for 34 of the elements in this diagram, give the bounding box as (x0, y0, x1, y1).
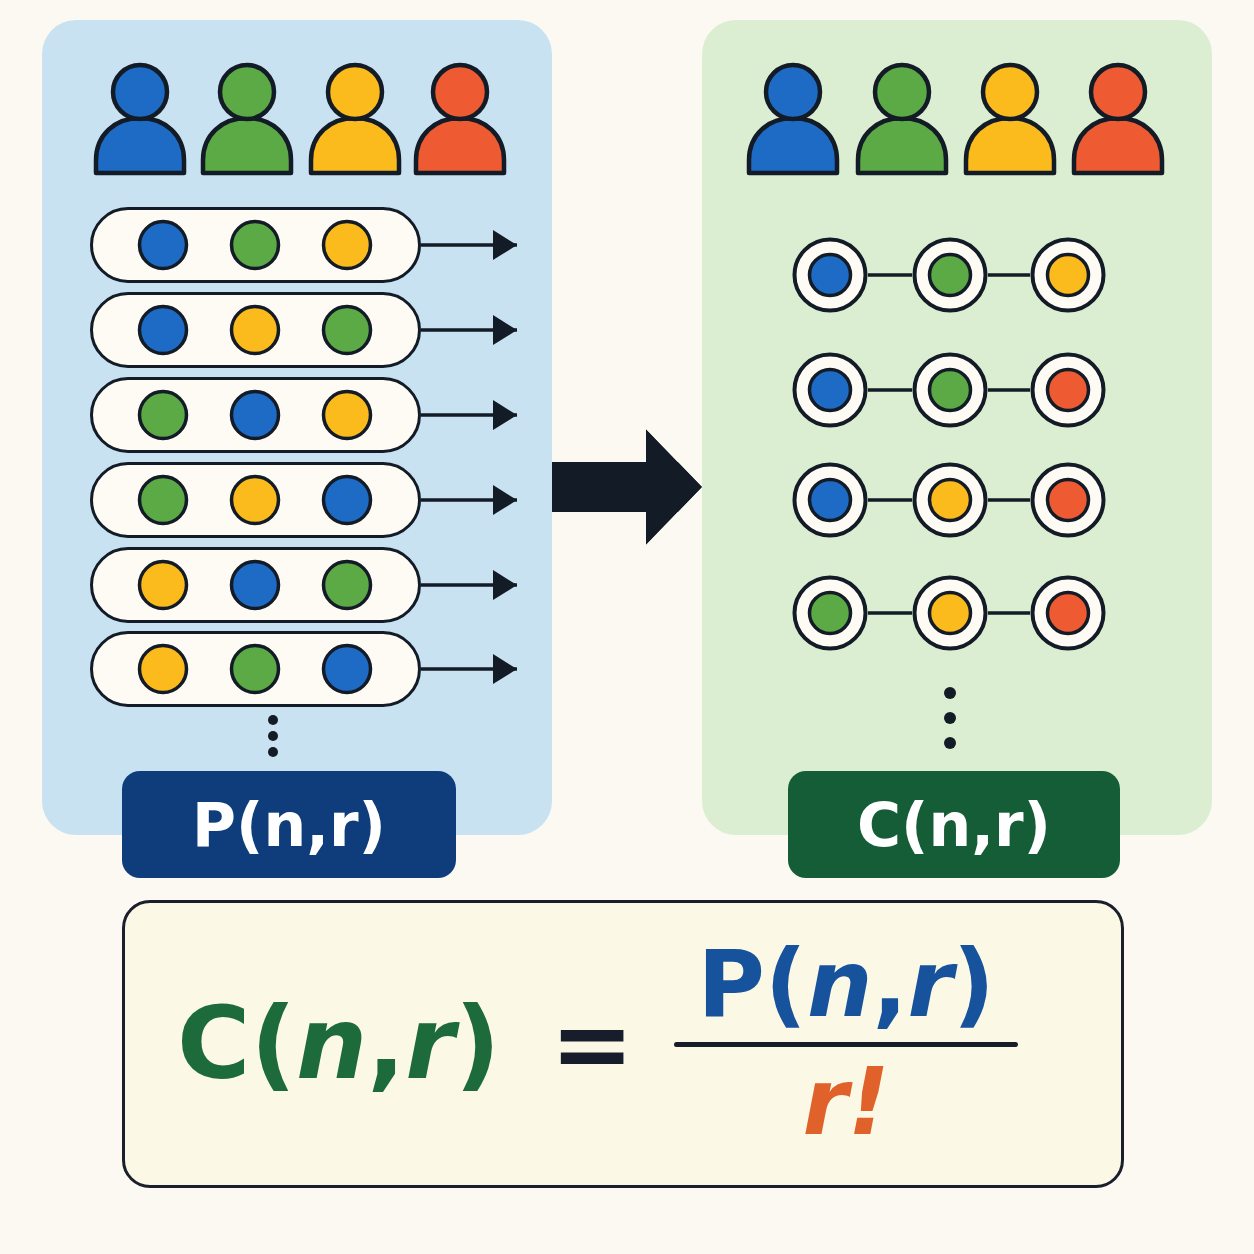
arrow (421, 315, 517, 345)
connector-line (868, 388, 912, 392)
connector-line (868, 498, 912, 502)
ringed-dot (1030, 462, 1106, 538)
ringed-dot (1030, 352, 1106, 428)
ringed-dot (792, 237, 868, 313)
formula-panel (122, 900, 1124, 1188)
connector-line (868, 273, 912, 277)
arrow (421, 485, 517, 515)
connector-line (988, 273, 1030, 277)
block-arrow (552, 429, 702, 545)
connector-line (868, 611, 912, 615)
notation-label: P(n,r) (122, 771, 456, 878)
connector-line (988, 498, 1030, 502)
arrow (421, 400, 517, 430)
arrow (421, 230, 517, 260)
ringed-dot (912, 462, 988, 538)
ringed-dot (792, 352, 868, 428)
ringed-dot (1030, 575, 1106, 651)
connector-line (988, 611, 1030, 615)
equals-sign: = (550, 994, 635, 1094)
notation-label: C(n,r) (788, 771, 1120, 878)
ringed-dot (912, 237, 988, 313)
numerator: P(n,r) (697, 936, 995, 1034)
ringed-dot (912, 575, 988, 651)
arrow (421, 570, 517, 600)
ringed-dot (912, 352, 988, 428)
ringed-dot (792, 575, 868, 651)
connector-line (988, 388, 1030, 392)
ringed-dot (792, 462, 868, 538)
formula-term: C(n,r) (177, 994, 501, 1094)
denominator: r! (802, 1054, 890, 1152)
arrow (421, 654, 517, 684)
ringed-dot (1030, 237, 1106, 313)
